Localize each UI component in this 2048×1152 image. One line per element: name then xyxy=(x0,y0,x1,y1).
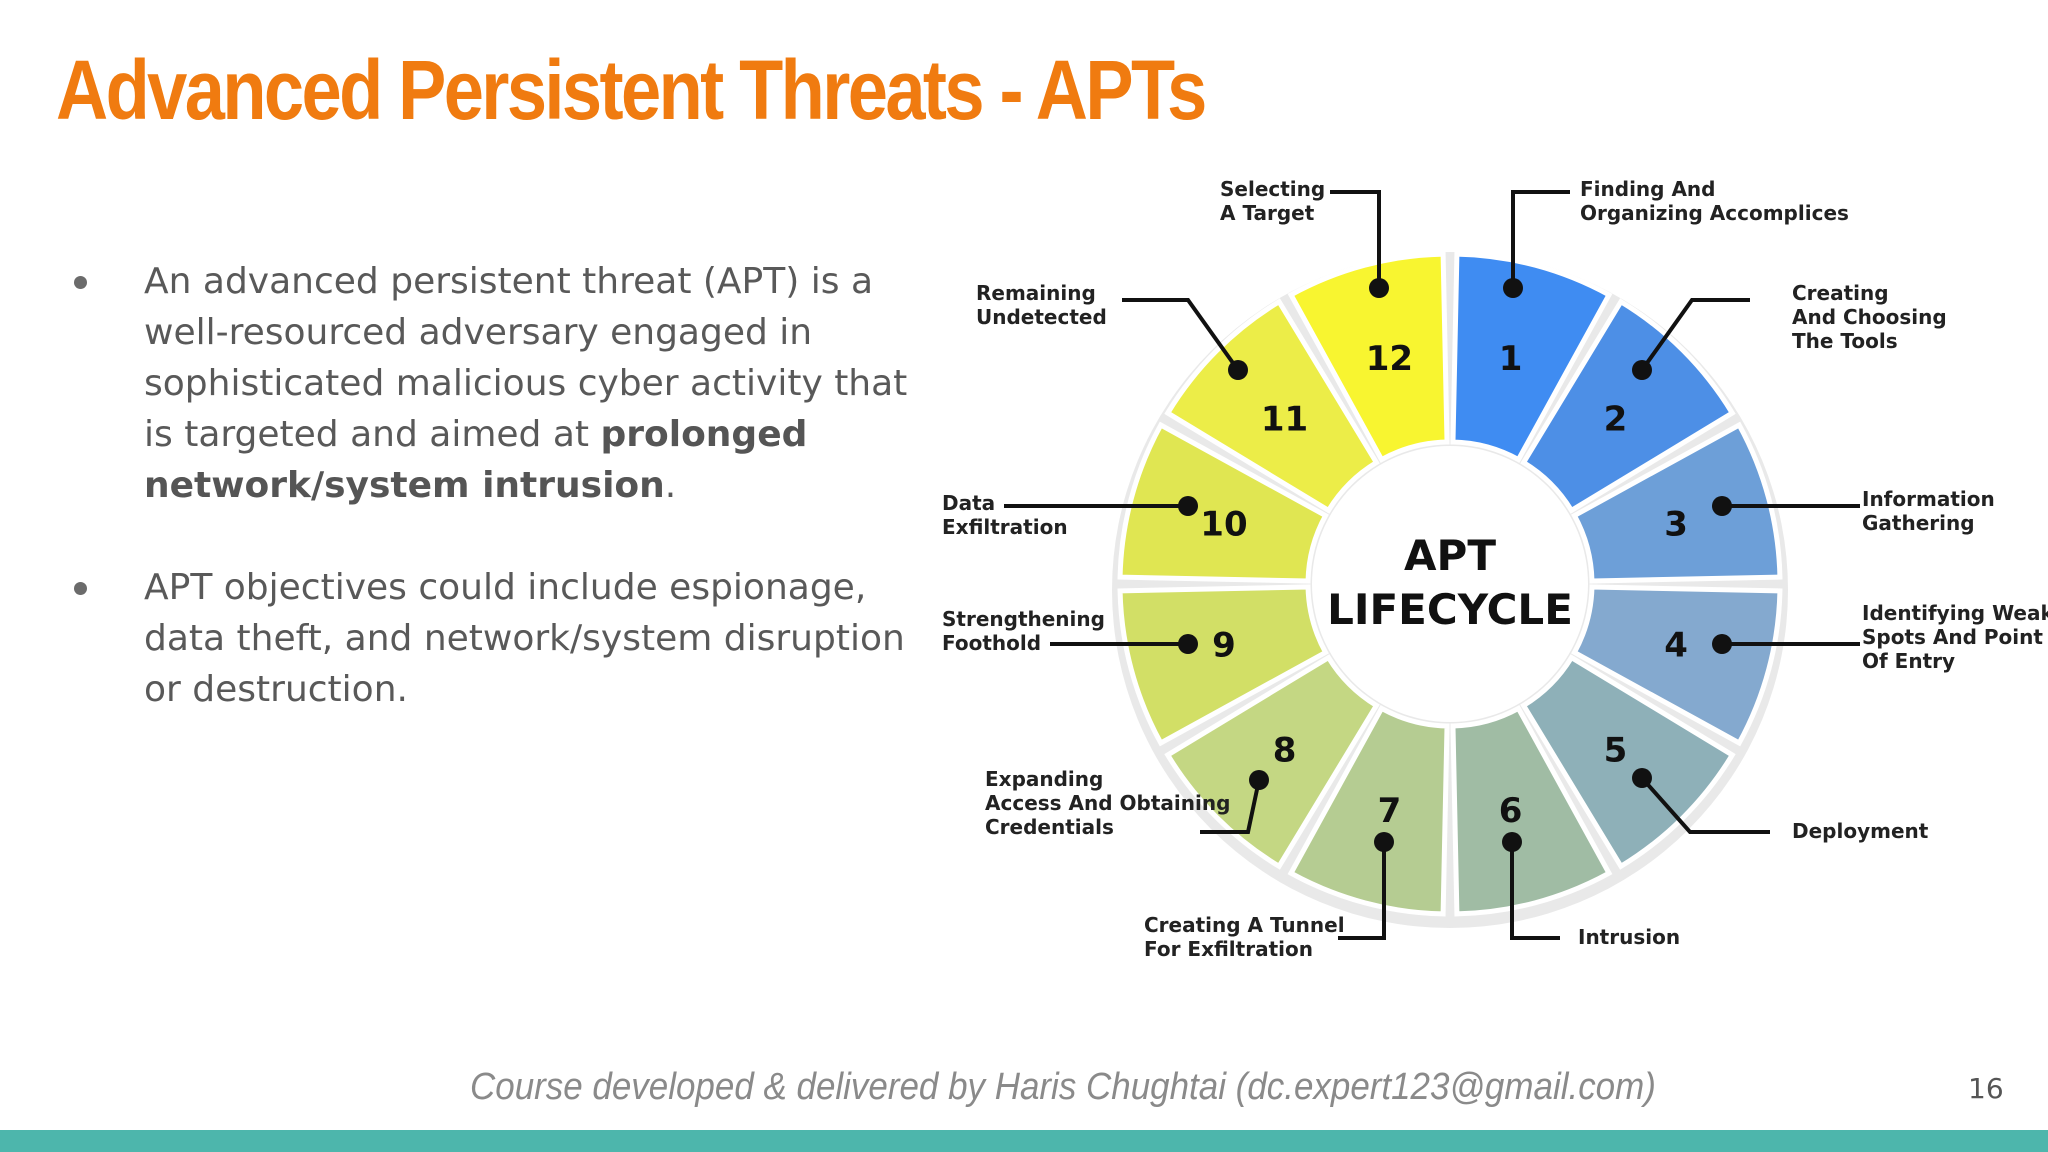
bullet-list: An advanced persistent threat (APT) is a… xyxy=(70,256,910,766)
stage-label-12: Undetected xyxy=(976,305,1107,329)
wheel-segment-10 xyxy=(1117,421,1329,584)
stage-label-11: Exfiltration xyxy=(942,515,1068,539)
stage-number-2: 2 xyxy=(1604,400,1628,440)
stage-label-3: The Tools xyxy=(1792,329,1898,353)
stage-number-3: 3 xyxy=(1664,504,1688,544)
callout-dot-10 xyxy=(1178,634,1198,654)
stage-label-6: Deployment xyxy=(1792,819,1929,843)
footer-bar xyxy=(0,1130,2048,1152)
wheel-segment-12 xyxy=(1287,251,1450,463)
callout-dot-7 xyxy=(1502,832,1522,852)
stage-label-8: Creating A Tunnel xyxy=(1144,913,1345,937)
footer-credit: Course developed & delivered by Haris Ch… xyxy=(470,1066,1656,1108)
stage-label-8: For Exfiltration xyxy=(1144,937,1313,961)
wheel-segment-8 xyxy=(1164,654,1380,870)
wheel-segment-11 xyxy=(1164,298,1380,514)
stage-label-2: Finding And xyxy=(1580,177,1715,201)
bullet-text-end: . xyxy=(664,465,677,506)
callout-dot-12 xyxy=(1228,360,1248,380)
callout-line-6 xyxy=(1640,776,1770,834)
callout-line-12 xyxy=(1122,298,1240,372)
callout-dot-1 xyxy=(1369,278,1389,298)
center-title-line2: LIFECYCLE xyxy=(1327,585,1573,634)
callout-line-2 xyxy=(1511,190,1570,288)
wheel-segment-2 xyxy=(1520,298,1736,514)
stage-number-10: 10 xyxy=(1200,504,1247,544)
callout-line-8 xyxy=(1338,842,1386,940)
stage-number-12: 12 xyxy=(1366,339,1413,379)
stage-number-1: 1 xyxy=(1499,339,1523,379)
wheel-segment-5 xyxy=(1520,654,1736,870)
stage-label-1: Selecting xyxy=(1220,177,1325,201)
stage-label-10: Foothold xyxy=(942,631,1041,655)
callout-line-7 xyxy=(1510,842,1560,940)
stage-number-6: 6 xyxy=(1499,791,1523,831)
stage-number-4: 4 xyxy=(1664,626,1688,666)
callout-dot-2 xyxy=(1503,278,1523,298)
callout-dot-4 xyxy=(1712,496,1732,516)
wheel-segment-6 xyxy=(1450,705,1613,917)
stage-label-5: Of Entry xyxy=(1862,649,1955,673)
bullet-item: An advanced persistent threat (APT) is a… xyxy=(70,256,910,511)
callout-dot-8 xyxy=(1374,832,1394,852)
callout-line-1 xyxy=(1330,190,1381,288)
callout-line-3 xyxy=(1640,298,1750,372)
stage-label-9: Expanding xyxy=(985,767,1103,791)
stage-label-1: A Target xyxy=(1220,201,1315,225)
wheel-segment-7 xyxy=(1287,705,1450,917)
stage-label-10: Strengthening xyxy=(942,607,1105,631)
stage-label-2: Organizing Accomplices xyxy=(1580,201,1849,225)
bullet-item: APT objectives could include espionage, … xyxy=(70,562,910,715)
stage-label-4: Gathering xyxy=(1862,511,1975,535)
bullet-dot-icon xyxy=(74,582,87,595)
stage-label-3: Creating xyxy=(1792,281,1889,305)
bullet-text: An advanced persistent threat (APT) is a… xyxy=(144,261,908,455)
stage-number-5: 5 xyxy=(1604,730,1628,770)
stage-number-9: 9 xyxy=(1212,626,1236,666)
callout-dot-5 xyxy=(1712,634,1732,654)
stage-label-11: Data xyxy=(942,491,995,515)
callout-dot-11 xyxy=(1178,496,1198,516)
stage-label-7: Intrusion xyxy=(1578,925,1680,949)
bullet-dot-icon xyxy=(74,276,87,289)
page-number: 16 xyxy=(1968,1072,2004,1105)
callout-dot-6 xyxy=(1632,768,1652,788)
wheel-center xyxy=(1312,446,1588,722)
center-title-line1: APT xyxy=(1404,531,1496,580)
stage-label-9: Credentials xyxy=(985,815,1114,839)
stage-number-7: 7 xyxy=(1378,791,1402,831)
slide-title: Advanced Persistent Threats - APTs xyxy=(56,43,1207,137)
wheel-segment-4 xyxy=(1571,584,1783,747)
stage-label-3: And Choosing xyxy=(1792,305,1947,329)
stage-number-8: 8 xyxy=(1273,730,1297,770)
stage-label-5: Identifying Weak xyxy=(1862,601,2048,625)
stage-label-12: Remaining xyxy=(976,281,1096,305)
wheel-segment-3 xyxy=(1571,421,1783,584)
callout-line-9 xyxy=(1200,779,1261,834)
bullet-bold-text: prolonged network/system intrusion xyxy=(144,414,808,506)
bullet-text: APT objectives could include espionage, … xyxy=(144,567,905,710)
wheel-segment-9 xyxy=(1117,584,1329,747)
stage-label-5: Spots And Point xyxy=(1862,625,2043,649)
callout-dot-9 xyxy=(1249,770,1269,790)
callout-dot-3 xyxy=(1632,360,1652,380)
wheel-segment-1 xyxy=(1450,251,1613,463)
stage-number-11: 11 xyxy=(1261,400,1308,440)
stage-label-4: Information xyxy=(1862,487,1995,511)
stage-label-9: Access And Obtaining xyxy=(985,791,1230,815)
